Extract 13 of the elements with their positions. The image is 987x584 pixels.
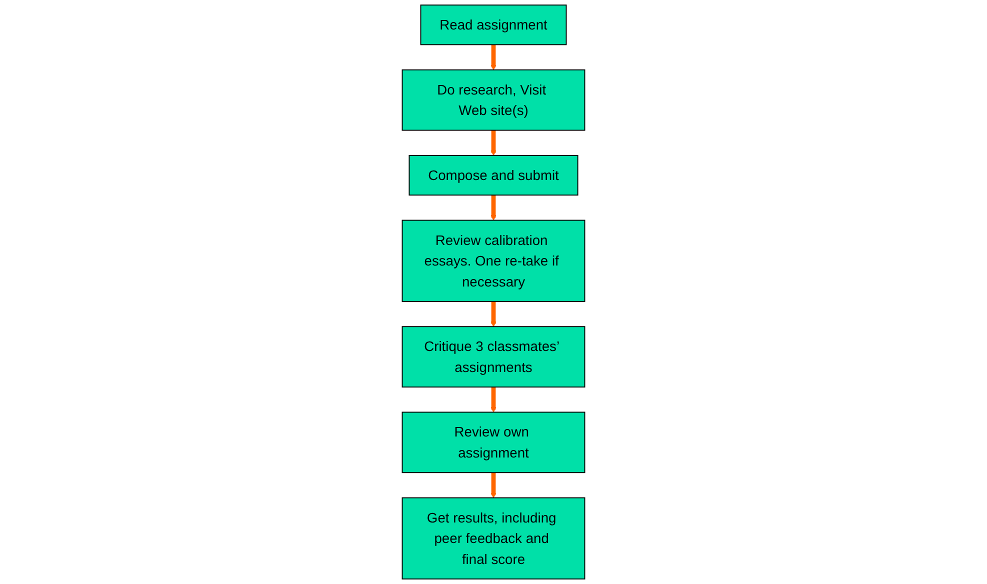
arrow (490, 472, 496, 498)
arrow (490, 44, 496, 70)
node-box: Get results, including peer feedback and final score (402, 497, 586, 580)
arrow (490, 130, 496, 156)
arrow (490, 386, 496, 412)
node-box: Do research, Visit Web site(s) (402, 69, 586, 131)
node-box: Critique 3 classmates’ assignments (402, 326, 586, 388)
node-box: Review calibration essays. One re-take if necessary (402, 220, 586, 302)
node-box: Compose and submit (408, 154, 578, 196)
node-box: Read assignment (420, 4, 567, 46)
arrow (490, 194, 496, 220)
node-box: Review own assignment (402, 412, 586, 474)
arrow (490, 301, 496, 327)
